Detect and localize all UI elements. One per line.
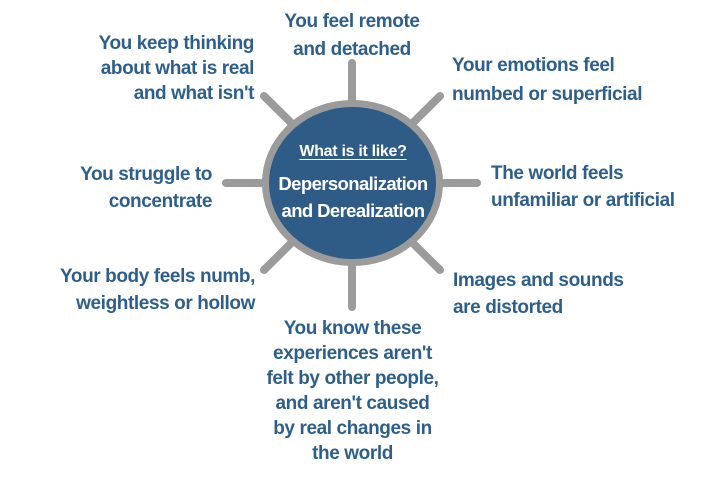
label-line: weightless or hollow bbox=[76, 293, 255, 314]
label-line: Images and sounds bbox=[453, 270, 624, 291]
label-line: numbed or superficial bbox=[452, 84, 643, 105]
label-line: felt by other people, bbox=[266, 368, 439, 389]
label-keep-thinking: You keep thinking about what is real and… bbox=[38, 31, 255, 106]
label-line: You know these bbox=[283, 318, 422, 339]
hub-title-line1: Depersonalization bbox=[278, 172, 428, 194]
label-line: experiences aren't bbox=[273, 343, 432, 364]
hub-text-block: What is it like? Depersonalization and D… bbox=[265, 103, 441, 263]
label-line: unfamiliar or artificial bbox=[491, 190, 675, 211]
hub-question: What is it like? bbox=[299, 142, 407, 160]
hub-title-line2: and Derealization bbox=[281, 199, 426, 221]
label-body-numb: Your body feels numb, weightless or holl… bbox=[28, 263, 255, 317]
label-line: You feel remote bbox=[284, 11, 420, 32]
label-images-distorted: Images and sounds are distorted bbox=[453, 267, 673, 321]
label-know-experiences: You know these experiences aren't felt b… bbox=[222, 316, 483, 466]
label-line: concentrate bbox=[108, 191, 213, 212]
label-line: about what is real bbox=[100, 58, 255, 79]
label-line: and what isn't bbox=[133, 83, 255, 104]
label-line: are distorted bbox=[453, 297, 563, 318]
hub-circle bbox=[262, 100, 443, 266]
label-world-unfamiliar: The world feels unfamiliar or artificial bbox=[491, 160, 711, 214]
label-line: and detached bbox=[293, 39, 411, 60]
label-line: and aren't caused bbox=[275, 393, 430, 414]
label-line: You struggle to bbox=[80, 164, 212, 185]
label-struggle-concentrate: You struggle to concentrate bbox=[28, 161, 212, 215]
label-line: The world feels bbox=[491, 163, 624, 184]
label-line: You keep thinking bbox=[98, 33, 255, 54]
label-line: Your body feels numb, bbox=[60, 266, 255, 287]
label-line: the world bbox=[312, 443, 393, 464]
label-emotions-numbed: Your emotions feel numbed or superficial bbox=[452, 51, 684, 109]
label-line: Your emotions feel bbox=[452, 55, 615, 76]
label-feel-remote: You feel remote and detached bbox=[232, 8, 472, 64]
label-line: by real changes in bbox=[273, 418, 432, 439]
